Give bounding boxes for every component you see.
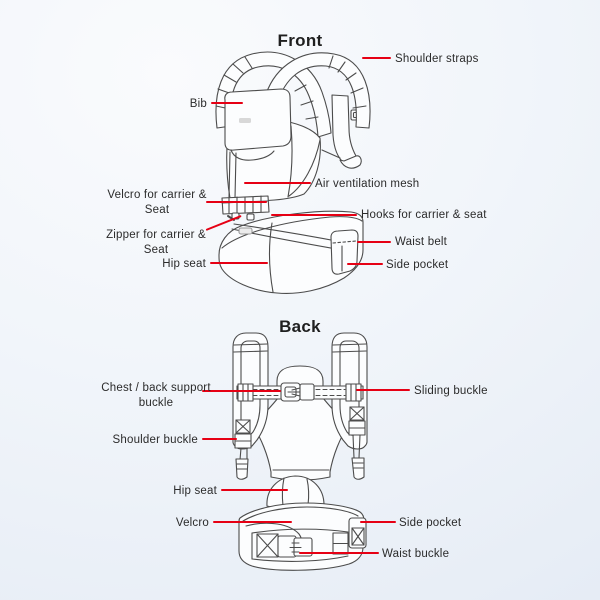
leader-side-pocket-back xyxy=(360,521,396,523)
front-velcro-band xyxy=(222,196,269,214)
leader-hooks-for-carrier-seat xyxy=(271,214,357,216)
back-carrier-illustration xyxy=(233,333,367,570)
leader-velcro-for-carrier-seat xyxy=(206,201,267,203)
leader-waist-belt xyxy=(357,241,391,243)
front-bib xyxy=(225,89,291,198)
leader-shoulder-buckle xyxy=(202,438,237,440)
leader-sliding-buckle xyxy=(356,389,410,391)
back-shoulder-strap-left xyxy=(233,333,268,479)
back-waist-band xyxy=(239,503,366,570)
back-title: Back xyxy=(279,317,321,336)
label-velcro-for-carrier-seat: Velcro for carrier & Seat xyxy=(107,189,207,216)
label-velcro-back: Velcro xyxy=(175,517,209,529)
leader-bib xyxy=(211,102,243,104)
label-waist-buckle: Waist buckle xyxy=(382,548,450,560)
leader-side-pocket-front xyxy=(347,263,383,265)
leader-waist-buckle xyxy=(299,552,379,554)
back-hip-seat-dome xyxy=(267,476,324,510)
back-chest-center-buckle xyxy=(281,383,314,401)
front-hip-seat xyxy=(219,211,363,293)
front-title: Front xyxy=(277,31,323,50)
label-waist-belt: Waist belt xyxy=(395,236,448,248)
back-shoulder-strap-right xyxy=(332,333,367,479)
leader-chest-back-support-buckle xyxy=(202,390,281,392)
label-hip-seat-back: Hip seat xyxy=(173,485,217,497)
back-left-slider xyxy=(238,384,253,401)
leader-shoulder-straps xyxy=(362,57,391,59)
label-side-pocket-front: Side pocket xyxy=(386,259,449,271)
leader-hip-seat-back xyxy=(221,489,288,491)
front-side-strap-right xyxy=(322,95,361,168)
back-sliding-buckle xyxy=(346,384,361,401)
label-chest-back-support-buckle: Chest / back support buckle xyxy=(101,382,211,409)
label-shoulder-straps: Shoulder straps xyxy=(395,53,479,65)
label-shoulder-buckle: Shoulder buckle xyxy=(112,434,198,446)
label-hooks-for-carrier-seat: Hooks for carrier & seat xyxy=(361,209,487,221)
back-chest-strap xyxy=(237,383,363,401)
leader-air-ventilation-mesh xyxy=(244,182,311,184)
label-bib: Bib xyxy=(189,98,207,110)
front-carrier-illustration xyxy=(216,52,370,293)
label-side-pocket-back: Side pocket xyxy=(399,517,462,529)
back-waist-buckle xyxy=(257,534,312,557)
label-zipper-for-carrier-seat: Zipper for carrier & Seat xyxy=(106,229,206,256)
label-sliding-buckle: Sliding buckle xyxy=(414,385,488,397)
label-air-ventilation-mesh: Air ventilation mesh xyxy=(315,178,420,190)
back-side-pocket xyxy=(349,518,366,548)
leader-velcro-back xyxy=(213,521,292,523)
leader-hip-seat-front xyxy=(210,262,268,264)
label-hip-seat-front: Hip seat xyxy=(162,258,206,270)
